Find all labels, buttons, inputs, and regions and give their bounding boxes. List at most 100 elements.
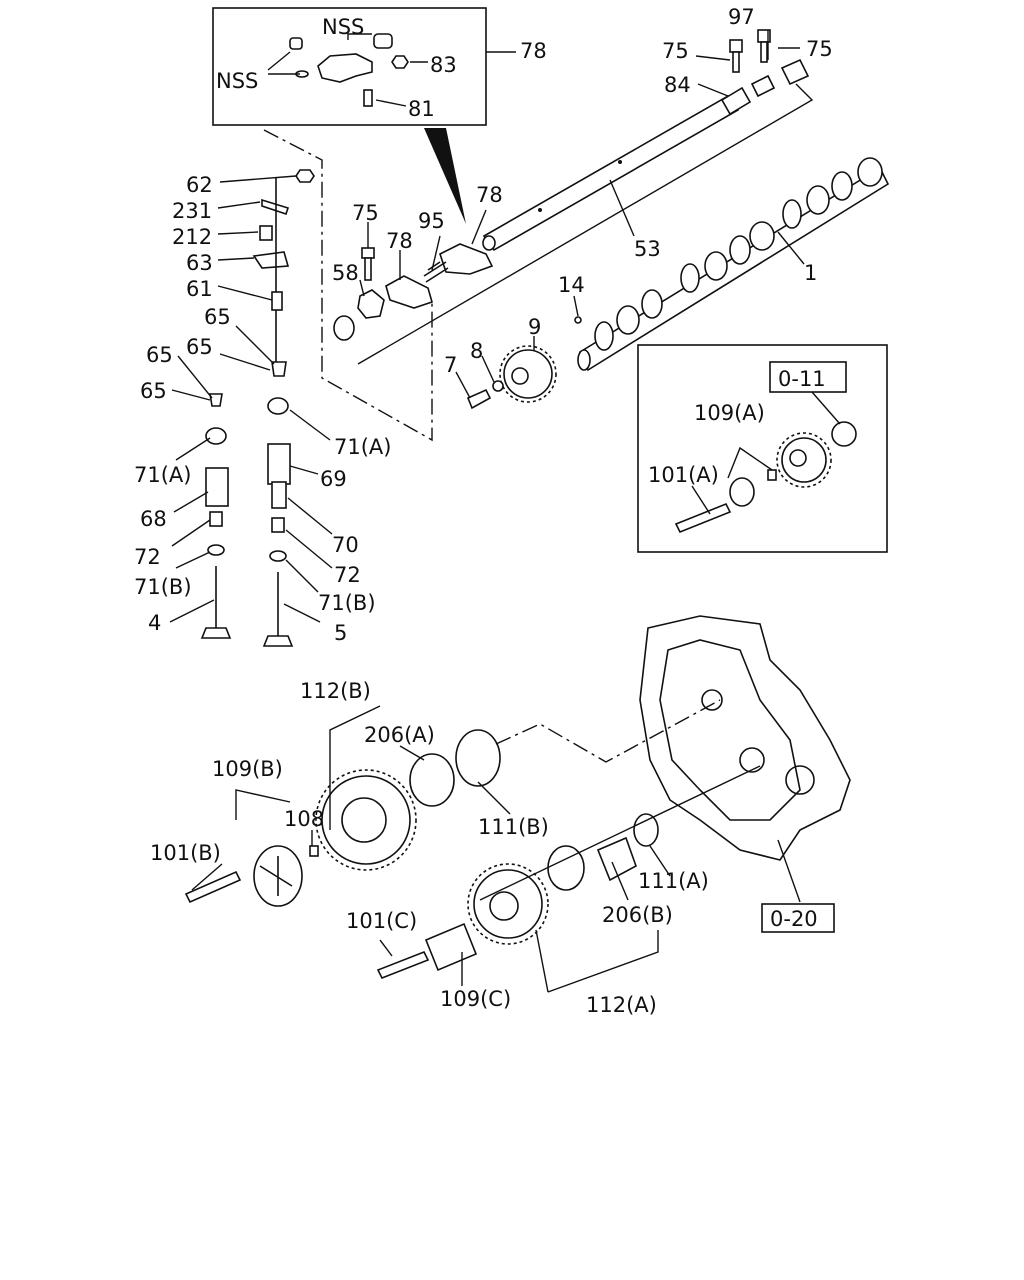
label-109c: 109(C) [440, 987, 511, 1011]
idler-detail [674, 421, 857, 534]
rocker-arm-78-upper [439, 243, 494, 275]
callout-labels: NSS NSS 83 81 78 97 75 75 84 62 231 212 … [134, 5, 833, 1017]
label-109a: 109(A) [694, 401, 765, 425]
label-206a: 206(A) [364, 723, 435, 747]
label-68: 68 [140, 507, 167, 531]
label-65-d: 65 [140, 379, 167, 403]
bridge-63 [252, 251, 290, 269]
label-71b-left: 71(B) [134, 575, 192, 599]
label-61: 61 [186, 277, 213, 301]
valve-train-left [200, 393, 232, 639]
valve-4 [200, 627, 232, 639]
label-5: 5 [334, 621, 347, 645]
cap-65-b [209, 393, 223, 407]
washer-8 [492, 380, 504, 392]
pin-108 [309, 845, 319, 857]
label-95: 95 [418, 209, 445, 233]
rocker-shaft [482, 94, 740, 252]
label-0-11: 0-11 [778, 367, 826, 391]
label-71b-right: 71(B) [318, 591, 376, 615]
gear-leaders [455, 295, 579, 399]
label-212: 212 [172, 225, 212, 249]
spring-68 [205, 467, 229, 507]
adjuster-61 [271, 291, 283, 311]
bush-0-11 [831, 421, 857, 447]
bush-206a [409, 753, 455, 807]
label-9: 9 [528, 315, 541, 339]
spring-69 [267, 443, 291, 485]
bracket-58 [357, 289, 385, 319]
label-231: 231 [172, 199, 212, 223]
label-97: 97 [728, 5, 755, 29]
bush-206b [596, 836, 637, 882]
label-70: 70 [332, 533, 359, 557]
shaft-109a [729, 477, 755, 507]
idler-detail-box [637, 344, 888, 553]
label-65-b: 65 [146, 343, 173, 367]
valve-train-right [252, 169, 315, 647]
ref-box-0-11 [769, 361, 847, 393]
bush-58-end [333, 315, 355, 341]
idler-gear-a [376, 813, 659, 980]
seat-71b [269, 550, 287, 562]
leader-1 [777, 231, 805, 265]
label-75-right: 75 [806, 37, 833, 61]
bolt-101a [674, 502, 732, 534]
label-nss-top: NSS [322, 15, 364, 39]
top-right-leaders [357, 30, 814, 365]
label-53: 53 [634, 237, 661, 261]
rocker-arm-detail [289, 33, 409, 107]
rocker-arm-small [317, 53, 373, 83]
cam-gear [466, 316, 582, 410]
label-4: 4 [148, 611, 161, 635]
label-101b: 101(B) [150, 841, 221, 865]
bush-end [780, 58, 810, 86]
bolt-75-shank-b [364, 257, 372, 281]
gear-case [639, 615, 851, 861]
detail-pointer [424, 128, 466, 224]
label-72-right: 72 [334, 563, 361, 587]
label-65-c: 65 [186, 335, 213, 359]
screw-81 [363, 89, 373, 107]
label-78-b: 78 [476, 183, 503, 207]
label-71a-left: 71(A) [134, 463, 191, 487]
bolt-75-head-b [361, 247, 375, 259]
bolt-75-head [729, 39, 743, 53]
label-1: 1 [804, 261, 817, 285]
label-83: 83 [430, 53, 457, 77]
label-75-c: 75 [352, 201, 379, 225]
label-69: 69 [320, 467, 347, 491]
shaft-bracket-parts [720, 29, 810, 116]
alignment-line [263, 129, 433, 442]
bracket-small [750, 74, 776, 98]
idler-leaders [691, 391, 841, 515]
camshaft [577, 157, 890, 372]
bolt-101c [376, 950, 430, 980]
box-leaders [267, 33, 516, 107]
spring-70 [271, 481, 287, 509]
label-62: 62 [186, 173, 213, 197]
label-14: 14 [558, 273, 585, 297]
retainer-71a-left [205, 427, 227, 445]
cap-65-a [271, 361, 287, 377]
label-111a: 111(A) [638, 869, 709, 893]
bolt-97-shank [760, 41, 768, 63]
bolt-101b [184, 870, 242, 904]
pin-109a [767, 469, 777, 481]
label-206b: 206(B) [602, 903, 673, 927]
label-101a: 101(A) [648, 463, 719, 487]
shaft-109c [424, 922, 478, 972]
label-75-left: 75 [662, 39, 689, 63]
label-63: 63 [186, 251, 213, 275]
nss-bush [373, 33, 393, 49]
label-112b: 112(B) [300, 679, 371, 703]
label-7: 7 [444, 353, 457, 377]
label-84: 84 [664, 73, 691, 97]
rocker-arms [333, 243, 494, 341]
label-8: 8 [470, 339, 483, 363]
label-nss-left: NSS [216, 69, 258, 93]
label-0-20: 0-20 [770, 907, 818, 931]
rocker-leaders [359, 209, 487, 297]
